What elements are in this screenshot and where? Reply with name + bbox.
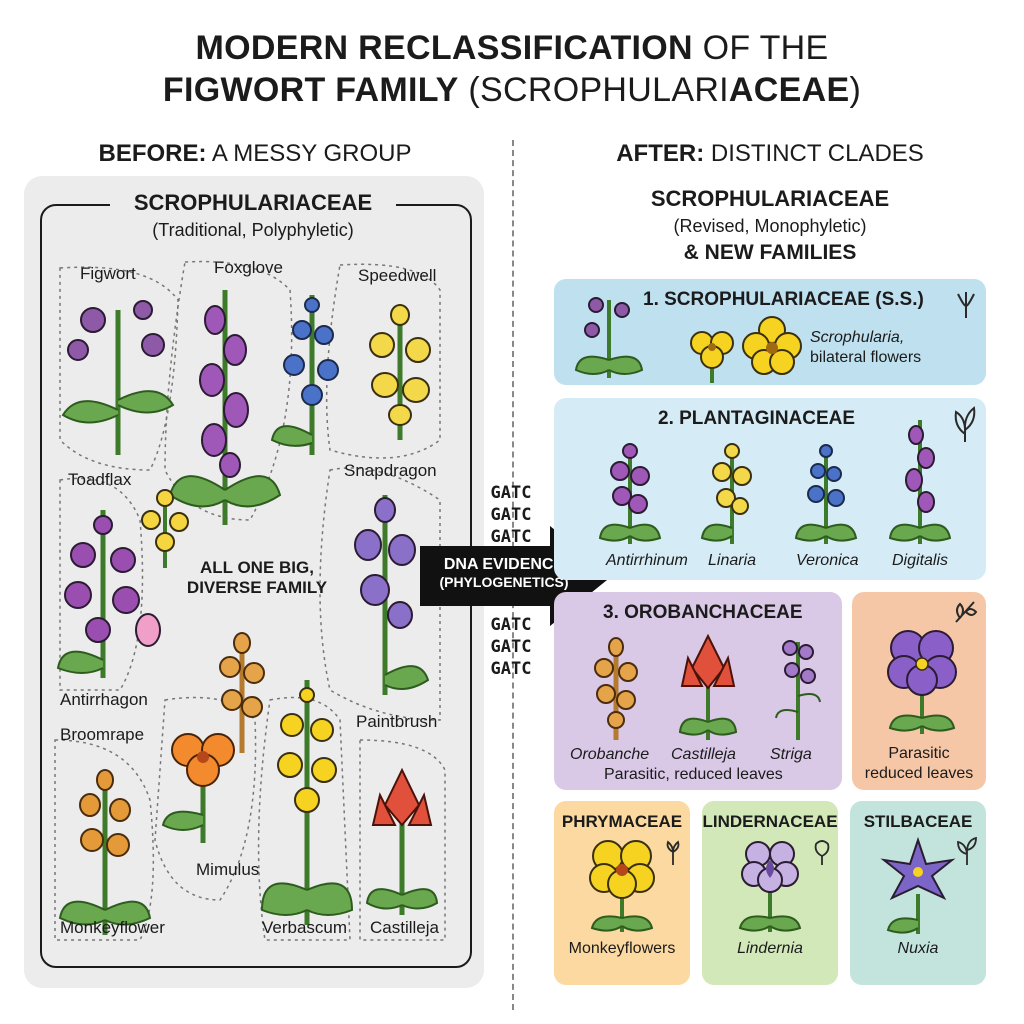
leaf-icon (954, 406, 976, 442)
genus-veronica: Veronica (796, 552, 859, 569)
page-title-line1: MODERN RECLASSIFICATION OF THE (195, 29, 829, 67)
scrophularia-illustration (574, 297, 644, 378)
label-toadflax: Toadflax (68, 470, 132, 489)
panel-lindernaceae-title: LINDERNACEAE (702, 812, 838, 831)
speedwell-blue-illustration (270, 295, 339, 455)
label-mimulus: Mimulus (196, 860, 260, 879)
antirrhinum-illustration (598, 443, 662, 544)
panel-scrophulariaceae-caption: Scrophularia, bilateral flowers (810, 329, 922, 366)
seed-pod-icon (814, 840, 830, 865)
before-box-subtitle: (Traditional, Polyphyletic) (152, 220, 354, 240)
panel-scrophulariaceae-title: 1. SCROPHULARIACEAE (S.S.) (643, 289, 924, 310)
snapdragon-illustration (354, 495, 430, 695)
panel-stilbaceae-title: STILBACEAE (863, 812, 973, 831)
orobanche-illustration (594, 637, 638, 740)
label-castilleja: Castilleja (370, 918, 439, 937)
mimulus-illustration (161, 733, 235, 843)
genus-castilleja: Castilleja (671, 746, 736, 763)
castilleja-illustration (365, 767, 439, 915)
panel-parasitic-caption: Parasitic reduced leaves (864, 745, 974, 782)
castilleja-after-illustration (678, 633, 738, 740)
broomrape-orange-illustration (219, 632, 265, 753)
panel-phrymaceae-title: PHRYMACEAE (561, 812, 683, 831)
bud-icon (666, 840, 680, 865)
figwort-illustration (61, 300, 175, 455)
label-verbascum: Verbascum (262, 918, 348, 937)
monkeyflower-illustration (589, 840, 655, 932)
genus-antirrhinum: Antirrhinum (606, 552, 688, 569)
leaf-sprig-icon (955, 601, 978, 623)
broomrape-illustration (58, 769, 152, 935)
genus-digitalis: Digitalis (892, 552, 949, 569)
dna-evidence-label: DNA EVIDENCE (PHYLOGENETICS) (439, 556, 569, 590)
foxglove-illustration (168, 290, 282, 525)
striga-illustration (775, 640, 821, 740)
before-center-text: ALL ONE BIG, DIVERSE FAMILY (186, 558, 328, 597)
panel-orobanchaceae-title: 3. OROBANCHACEAE (603, 602, 803, 623)
label-antirrhagon: Antirrhagon (60, 690, 148, 709)
label-figwort: Figwort (80, 264, 136, 283)
label-snapdragon: Snapdragon (344, 461, 437, 480)
page-title-line2: FIGWORT FAMILY (SCROPHULARIACEAE) (162, 71, 862, 109)
panel-orobanchaceae-caption: Parasitic, reduced leaves (604, 766, 783, 783)
genus-orobanche: Orobanche (570, 746, 650, 763)
label-broomrape: Broomrape (60, 725, 145, 744)
veronica-illustration (794, 444, 858, 544)
yellow-flower-large-illustration (742, 316, 802, 375)
speedwell-yellow-illustration (369, 304, 431, 440)
violet-flower-illustration (887, 630, 957, 734)
before-box-title: SCROPHULARIACEAE (133, 190, 373, 215)
before-heading: BEFORE: A MESSY GROUP (98, 140, 412, 167)
label-monkeyflower: Monkeyflower (60, 918, 165, 937)
genus-striga: Striga (770, 746, 812, 763)
panel-stilbaceae (850, 801, 986, 985)
yellow-flower-small-illustration (690, 331, 734, 383)
flower-icon (957, 292, 975, 318)
panel-lindernaceae-caption: Lindernia (737, 940, 803, 957)
after-heading: AFTER: DISTINCT CLADES (616, 140, 924, 167)
digitalis-illustration (888, 420, 952, 544)
lindernia-illustration (738, 841, 802, 932)
panel-stilbaceae-caption: Nuxia (897, 940, 939, 957)
label-foxglove: Foxglove (214, 258, 283, 277)
before-box-header: SCROPHULARIACEAE (Traditional, Polyphyle… (110, 190, 396, 241)
verbascum-illustration (260, 680, 354, 925)
small-yellow-flower-illustration (141, 489, 189, 568)
after-box-header: SCROPHULARIACEAE (Revised, Monophyletic)… (650, 186, 890, 264)
linaria-illustration (700, 443, 752, 544)
label-paintbrush: Paintbrush (356, 712, 438, 731)
panel-plantaginaceae-title: 2. PLANTAGINACEAE (658, 408, 856, 429)
label-speedwell: Speedwell (358, 266, 437, 285)
toadflax-illustration (56, 510, 161, 678)
panel-phrymaceae-caption: Monkeyflowers (568, 940, 676, 957)
genus-linaria: Linaria (708, 552, 757, 569)
sprout-icon (957, 836, 977, 865)
nuxia-illustration (880, 836, 956, 934)
